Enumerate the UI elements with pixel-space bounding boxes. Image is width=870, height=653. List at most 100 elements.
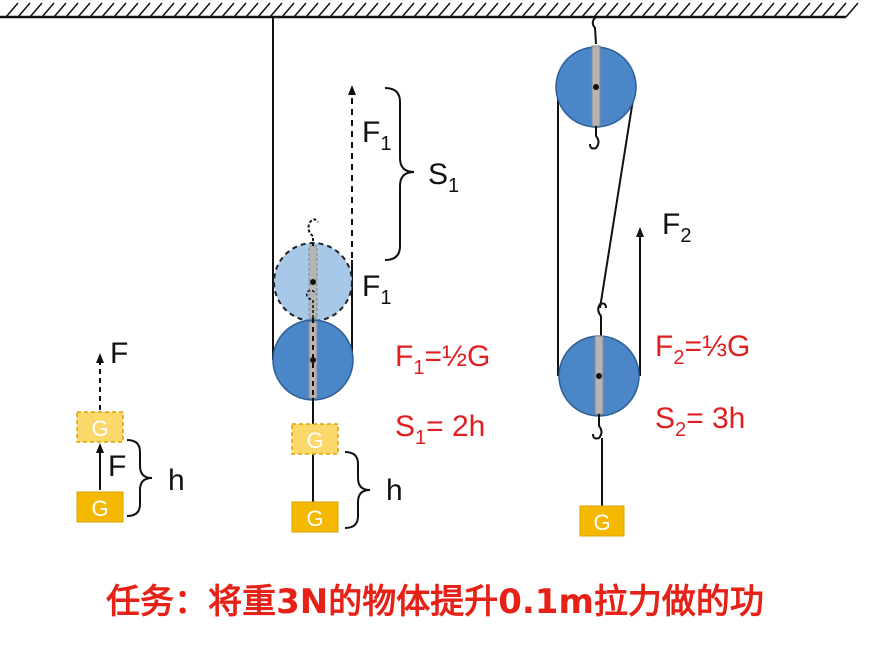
ceiling-hatch-line (761, 2, 775, 18)
ghost-hook-top (307, 218, 319, 246)
ceiling-hatch-line (713, 2, 727, 18)
ceiling-hatch-line (53, 2, 67, 18)
ceiling-hatch-line (137, 2, 151, 18)
ceiling-hatch-line (617, 2, 631, 18)
s1-formula: S1= 2h (395, 410, 485, 449)
weight-label-3: G (593, 510, 610, 535)
force-label-dashed: F (110, 337, 128, 370)
ceiling-hatch-line (689, 2, 703, 18)
ceiling-hatch-line (473, 2, 487, 18)
ceiling-hatch-line (641, 2, 655, 18)
ceiling-hatch-line (569, 2, 583, 18)
ceiling-hatch-line (461, 2, 475, 18)
ceiling-hatch-line (797, 2, 811, 18)
ceiling-hatch-line (605, 2, 619, 18)
ceiling-hatch-line (149, 2, 163, 18)
movable-pulley-hook-bottom (592, 414, 603, 440)
ceiling-hatch-line (833, 2, 847, 18)
f2-formula: F2=⅓G (655, 330, 750, 369)
ceiling-hatch-line (581, 2, 595, 18)
ghost-weight-box-2 (291, 423, 339, 455)
ceiling-hatch-line (389, 2, 403, 18)
ceiling-hatch-line (365, 2, 379, 18)
height-label: h (168, 464, 185, 497)
ceiling-hatch-line (377, 2, 391, 18)
s1-label: S1 (428, 158, 459, 197)
ceiling-hatch-line (821, 2, 835, 18)
ceiling-hatch-line (329, 2, 343, 18)
ceiling-hatch-line (845, 2, 859, 18)
ceiling-hatch-line (773, 2, 787, 18)
ghost-hook-bottom (305, 289, 317, 318)
ghost-weight-box (76, 411, 124, 443)
force-label: F (108, 450, 126, 483)
ceiling-hatch-line (401, 2, 415, 18)
weight-box (76, 491, 124, 523)
ceiling-hatch-line (449, 2, 463, 18)
ceiling-hatch-line (77, 2, 91, 18)
ceiling-hatch-line (353, 2, 367, 18)
ceiling-hatch-line (209, 2, 223, 18)
movable-pulley-scene: G G h S1 F1 F1 F1=½G S1= 2h (272, 17, 490, 533)
ceiling-hatch-line (425, 2, 439, 18)
ceiling-hatch-line (293, 2, 307, 18)
ceiling-hatch-line (125, 2, 139, 18)
ceiling-hatch-line (737, 2, 751, 18)
ceiling-hatch-line (65, 2, 79, 18)
ceiling-hatch-line (197, 2, 211, 18)
ceiling-hatch-line (257, 2, 271, 18)
task-statement: 任务：将重3N的物体提升0.1m拉力做的功 (106, 582, 764, 622)
ceiling-hatch-line (173, 2, 187, 18)
ghost-weight-label: G (91, 416, 108, 441)
ceiling (0, 2, 859, 19)
ceiling-hatch-line (809, 2, 823, 18)
ceiling-hatch-line (653, 2, 667, 18)
ceiling-hatch-line (281, 2, 295, 18)
ceiling-hatch-line (509, 2, 523, 18)
f2-label: F2 (662, 208, 691, 247)
ceiling-hatch-line (101, 2, 115, 18)
ceiling-hatch-line (725, 2, 739, 18)
ceiling-hatch-line (749, 2, 763, 18)
ceiling-hatch-line (593, 2, 607, 18)
ceiling-hatch-line (485, 2, 499, 18)
ceiling-hatch-line (113, 2, 127, 18)
ceiling-hatch-line (341, 2, 355, 18)
ceiling-hatch-line (785, 2, 799, 18)
ceiling-hatch-line (233, 2, 247, 18)
pulley-block-scene: G F2 F2=⅓G S2= 3h (555, 16, 750, 537)
ceiling-hatch-line (629, 2, 643, 18)
ceiling-hatch-line (89, 2, 103, 18)
ceiling-hatch-line (305, 2, 319, 18)
ceiling-hatch-line (521, 2, 535, 18)
weight-label-2: G (306, 506, 323, 531)
ceiling-hatch-line (497, 2, 511, 18)
ceiling-hatch-line (533, 2, 547, 18)
rope-inner (599, 86, 636, 309)
ceiling-hatch-line (557, 2, 571, 18)
height-brace-2 (344, 451, 371, 529)
ceiling-hatch-line (29, 2, 43, 18)
ceiling-hatch-line (161, 2, 175, 18)
ceiling-hatch-line (701, 2, 715, 18)
s2-formula: S2= 3h (655, 402, 745, 441)
weight-box-3 (579, 505, 625, 537)
ceiling-hatch-line (5, 2, 19, 18)
distance-brace-s1 (384, 87, 415, 261)
ceiling-hatch-line (41, 2, 55, 18)
f1-label-top: F1 (362, 116, 391, 155)
movable-pulley-hook-top (597, 302, 607, 336)
ceiling-hook (591, 16, 597, 45)
ceiling-hatch-line (437, 2, 451, 18)
weight-label: G (91, 496, 108, 521)
ghost-weight-label-2: G (306, 428, 323, 453)
ceiling-hatch-line (677, 2, 691, 18)
ceiling-hatch-line (665, 2, 679, 18)
ceiling-hatch-line (317, 2, 331, 18)
ceiling-hatch-line (221, 2, 235, 18)
height-brace (126, 439, 153, 517)
f1-formula: F1=½G (395, 340, 490, 379)
ceiling-hatch-line (269, 2, 283, 18)
ceiling-hatch-line (413, 2, 427, 18)
